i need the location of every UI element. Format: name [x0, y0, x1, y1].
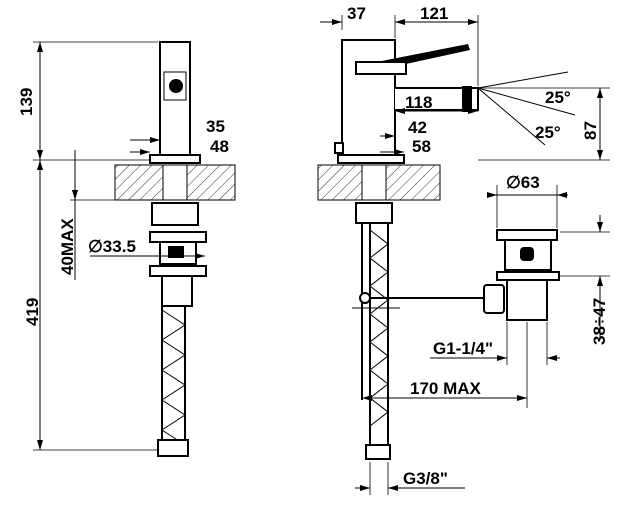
dim-g3-8: G3/8": [403, 469, 448, 488]
dim-38-47: 38÷47: [590, 298, 609, 345]
side-view-right: 37 121 118 42 58 25° 25° 87 ∅63 38÷47 G1…: [317, 4, 610, 495]
faucet-body: [159, 41, 191, 161]
dim-139: 139: [17, 88, 36, 116]
dim-33-5: ∅33.5: [88, 237, 136, 256]
dim-58: 58: [412, 137, 431, 156]
side-view-left: 139 419 40MAX ∅33.5 35 48: [17, 41, 236, 457]
dim-87: 87: [581, 121, 600, 140]
dim-48: 48: [210, 137, 229, 156]
dim-42: 42: [408, 118, 427, 137]
dim-63: ∅63: [506, 173, 540, 192]
dim-35: 35: [206, 117, 225, 136]
dim-121: 121: [420, 4, 448, 23]
drain-assembly: [483, 229, 560, 321]
dim-419: 419: [23, 298, 42, 326]
dim-40max: 40MAX: [58, 218, 77, 275]
fixing-nut: [151, 202, 199, 226]
dim-170-max: 170 MAX: [410, 379, 482, 398]
faucet-body-side: [341, 39, 396, 155]
angle-25-upper: 25°: [545, 88, 571, 107]
hose-fitting: [157, 439, 189, 457]
base-plate: [149, 154, 201, 164]
braided-hose-right: [369, 229, 389, 427]
angle-25-lower: 25°: [535, 123, 561, 142]
lever-knob: [169, 79, 183, 93]
dim-118: 118: [405, 93, 432, 112]
dim-37: 37: [347, 4, 366, 23]
braided-hose: [161, 309, 186, 446]
dim-g1-1-4: G1-1/4": [433, 339, 493, 358]
